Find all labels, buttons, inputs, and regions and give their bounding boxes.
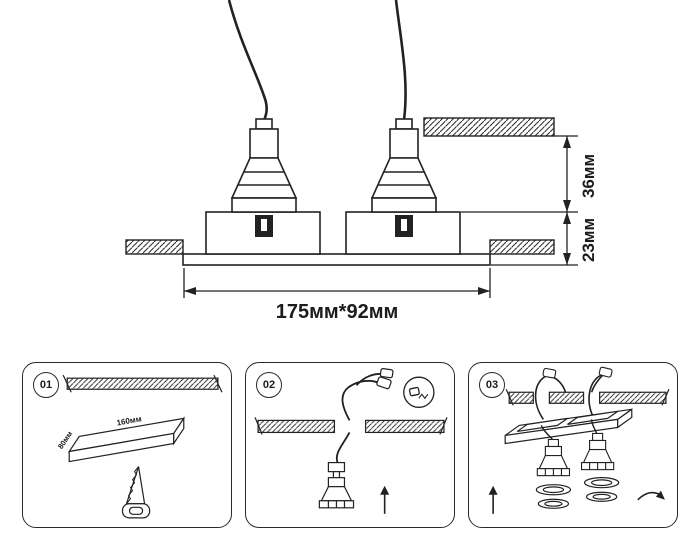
step3-illustration [488,366,670,514]
dim-height-upper: 36мм [579,154,598,198]
step-panel-3: 03 [468,362,678,528]
drywall-saw [121,466,151,519]
gu10-lamp [318,461,355,509]
connector-detail-circle [403,376,435,408]
step-number: 02 [262,379,276,391]
trim-rings [535,477,620,509]
ceiling-reference-band [423,117,555,137]
ceiling-band [505,388,670,406]
dimension-arrows [184,136,571,295]
mounting-frame [504,408,633,445]
insert-arrow [380,485,390,514]
wiring-above-ceiling [341,373,383,421]
right-lamp-socket-clip [395,215,413,237]
dim-height-lower: 23мм [579,218,598,262]
step-number: 01 [39,379,53,391]
insert-arrow [488,485,498,514]
ceiling-left-band [125,239,184,255]
ceiling-band [254,417,448,435]
rotate-arrow [637,490,665,501]
step-number-badge: 03 [479,372,505,398]
ceiling-section [125,117,555,255]
cutout-template [67,416,186,463]
step1-illustration: 160мм 80мм [56,374,223,519]
ceiling-right-band [489,239,555,255]
cutout-width-label: 160мм [116,414,142,427]
lamp-wires [540,419,598,440]
fixture-dimension-drawing: 36мм 23мм 175мм*92мм [125,0,598,323]
right-lamp [370,118,438,213]
wire-below-ceiling [335,432,351,463]
step2-illustration [254,367,448,514]
step-panel-1: 01 160мм 80мм [22,362,232,528]
ceiling-band [62,374,223,393]
wire-connectors [376,367,394,390]
wire-connectors [542,366,613,379]
gu10-lamps [536,432,615,477]
installation-steps: 01 160мм 80мм [0,362,700,528]
step-panel-2: 02 [245,362,455,528]
power-wires [227,0,407,121]
trim-plate [182,253,491,266]
step-number-badge: 02 [256,372,282,398]
left-lamp-socket-clip [255,215,273,237]
left-lamp [230,118,298,213]
mounting-frames [205,211,461,255]
step-number-badge: 01 [33,372,59,398]
step-number: 03 [485,379,499,391]
dim-footprint: 175мм*92мм [276,301,399,323]
